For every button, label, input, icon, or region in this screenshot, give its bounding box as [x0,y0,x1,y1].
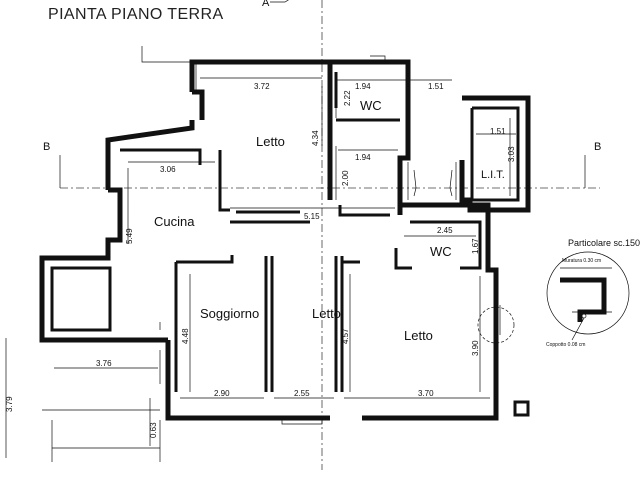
column-marker [513,400,530,417]
room-letto-right: Letto [404,328,433,343]
section-a-arrow [270,0,289,3]
section-b-right-label: B [594,141,601,153]
dim-151b: 1.51 [490,127,506,136]
dim-290: 2.90 [214,389,230,398]
detail-circle [546,251,630,335]
door-left [159,322,177,388]
dim-245: 2.45 [437,226,453,235]
wall-corridor [230,210,310,224]
detail-callout-circle [477,306,515,344]
wall-bottom [165,340,330,421]
room-soggiorno: Soggiorno [200,306,259,321]
section-b-left-label: B [43,141,50,153]
dim-390: 3.90 [471,340,480,356]
detail-leader-dot [581,313,587,319]
dim-167: 1.67 [471,238,480,254]
room-letto-top: Letto [256,134,285,149]
dim-151a: 1.51 [428,82,444,91]
dim-255: 2.55 [294,389,310,398]
window-lit [399,160,463,200]
window-right [493,305,501,335]
dim-515: 5.15 [304,212,320,221]
dim-303: 3.03 [507,146,516,162]
window-bottom [281,418,323,425]
dim-372: 3.72 [254,82,270,91]
dim-306: 3.06 [160,165,176,174]
plan-title: PIANTA PIANO TERRA [48,6,224,23]
window-top [195,55,386,92]
dim-549: 5.49 [125,228,134,244]
wall-soggiorno [174,260,360,392]
room-letto-mid: Letto [312,306,341,321]
detail-label-muratura: Muratura 0.30 cm [562,258,601,264]
wall-letto-top [189,59,333,200]
detail-lines [560,267,612,313]
wall-cucina-inner [120,148,230,212]
wall-lit-inner [470,106,520,202]
room-wc-top: WC [360,98,382,113]
dim-448: 4.48 [181,328,190,344]
dim-200: 2.00 [341,170,350,186]
wall-top-left [105,89,205,190]
dim-376: 3.76 [96,359,112,368]
dim-063: 0.63 [149,422,158,438]
detail-title: Particolare sc.150 [568,238,640,248]
room-lit: L.I.T. [481,169,505,181]
dim-194b: 1.94 [355,153,371,162]
wall-right [362,202,499,421]
room-cucina: Cucina [154,214,195,229]
detail-leader [571,317,585,341]
section-b-ticks [59,155,586,188]
dim-222: 2.22 [343,90,352,106]
ext-line-top [141,46,192,63]
dim-457: 4.57 [341,328,350,344]
wall-corridor-right [338,205,390,217]
wall-cucina-alcove [50,266,112,332]
detail-label-coppotto: Coppotto 0.08 cm [546,342,585,348]
dim-370: 3.70 [418,389,434,398]
dim-434: 4.34 [311,130,320,146]
wall-cucina [39,187,168,343]
dimension-lines [54,77,516,446]
door-mark-a [413,169,417,197]
portico [42,409,161,462]
dim-194a: 1.94 [355,82,371,91]
room-wc-mid: WC [430,244,452,259]
door-mark-b [449,169,453,197]
section-a-label: A [262,0,270,9]
wall-interior-rooms [176,255,344,392]
dim-379: 3.79 [5,396,14,412]
detail-inset: Particolare sc.150 Muratura 0.30 cm Copp… [546,238,640,348]
